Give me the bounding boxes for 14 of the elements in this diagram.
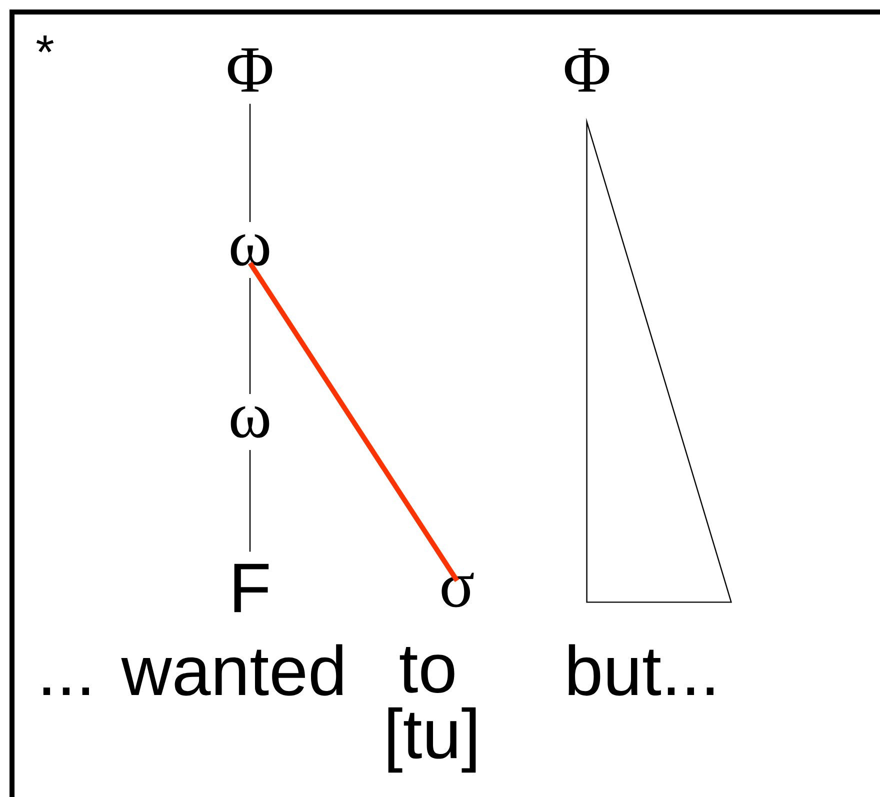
gloss-text: ... wanted xyxy=(43,644,342,696)
gloss-text: [tu] xyxy=(388,707,476,773)
tree-branch xyxy=(249,450,251,552)
tree-label: Φ xyxy=(228,48,272,92)
tree-label: σ xyxy=(442,572,474,608)
tree-branch xyxy=(249,278,251,394)
tree-label: ω xyxy=(230,406,270,438)
tree-label: ω xyxy=(230,234,270,266)
asterisk: * xyxy=(36,35,54,52)
tree-label: Φ xyxy=(564,48,610,92)
tree-label: F xyxy=(234,564,269,612)
tree-branch xyxy=(248,262,460,582)
gloss-text: to xyxy=(400,647,454,693)
tree-branch xyxy=(249,104,251,222)
